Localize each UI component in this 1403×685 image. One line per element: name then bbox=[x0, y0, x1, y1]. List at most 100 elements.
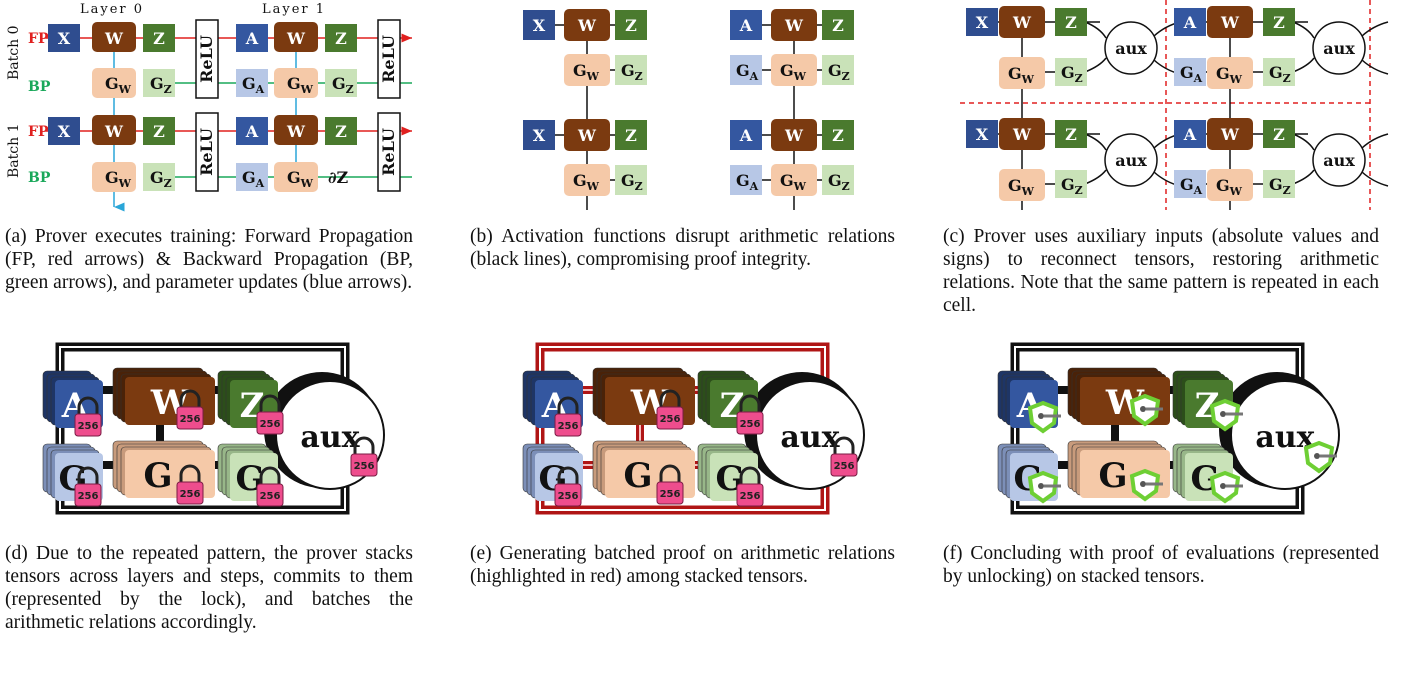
svg-text:256: 256 bbox=[660, 489, 681, 500]
svg-text:GA: GA bbox=[736, 171, 759, 193]
lock-icon: 256 bbox=[656, 389, 684, 430]
caption-a: (a) Prover executes training: Forward Pr… bbox=[5, 226, 413, 293]
svg-text:W: W bbox=[784, 16, 804, 35]
panel-c-cell-c: X W Z aux GW GZ bbox=[966, 118, 1181, 201]
svg-text:GZ: GZ bbox=[150, 74, 172, 96]
svg-text:Z: Z bbox=[625, 126, 637, 145]
svg-text:ReLU: ReLU bbox=[379, 128, 398, 176]
svg-text:GW: GW bbox=[105, 168, 132, 190]
svg-text:Z: Z bbox=[1065, 13, 1077, 32]
svg-text:GA: GA bbox=[242, 74, 265, 96]
svg-text:A: A bbox=[1183, 125, 1197, 144]
svg-text:GZ: GZ bbox=[1269, 63, 1291, 85]
w-box-l1-1 bbox=[274, 115, 318, 145]
svg-text:256: 256 bbox=[260, 491, 281, 502]
svg-text:GW: GW bbox=[1008, 64, 1035, 86]
svg-text:W: W bbox=[577, 16, 597, 35]
ga-box-0 bbox=[236, 69, 268, 97]
svg-text:Z: Z bbox=[1273, 125, 1285, 144]
gw-box-l1-1 bbox=[274, 162, 318, 192]
gz-box-1 bbox=[143, 163, 175, 191]
svg-text:W: W bbox=[1012, 125, 1032, 144]
gw-box-0 bbox=[92, 68, 136, 98]
svg-text:Z: Z bbox=[153, 122, 165, 141]
svg-text:X: X bbox=[976, 13, 989, 32]
svg-text:256: 256 bbox=[740, 419, 761, 430]
svg-text:A: A bbox=[739, 16, 753, 35]
svg-text:W: W bbox=[1220, 13, 1240, 32]
panel-c-svg: X W Z aux GW GZ A W Z aux GA GW GZ bbox=[960, 0, 1389, 210]
w-text-0: W bbox=[104, 29, 124, 48]
x-box-0 bbox=[48, 24, 80, 52]
relu-box-1 bbox=[195, 112, 219, 192]
svg-text:256: 256 bbox=[260, 419, 281, 430]
z-text-0: Z bbox=[153, 29, 165, 48]
svg-text:Z: Z bbox=[335, 122, 347, 141]
svg-text:aux: aux bbox=[1115, 39, 1147, 58]
svg-text:A: A bbox=[739, 126, 753, 145]
relu-text-0: ReLU bbox=[197, 35, 216, 83]
svg-text:Z: Z bbox=[832, 126, 844, 145]
w-box-l1-0 bbox=[274, 22, 318, 52]
stack-letter: G bbox=[1098, 456, 1127, 496]
svg-text:256: 256 bbox=[834, 461, 855, 472]
x-box-1 bbox=[48, 117, 80, 145]
batch1-label: Batch 1 bbox=[6, 124, 22, 178]
gw-box-1 bbox=[92, 162, 136, 192]
svg-text:GA: GA bbox=[1180, 175, 1203, 197]
svg-text:X: X bbox=[533, 126, 546, 145]
lock-icon: 256 bbox=[176, 464, 204, 505]
panel-b-cell-c: X W Z GW GZ bbox=[523, 119, 647, 196]
panel-b-cell-d: A W Z GA GW GZ bbox=[730, 119, 854, 196]
svg-text:256: 256 bbox=[740, 491, 761, 502]
svg-text:GW: GW bbox=[105, 74, 132, 96]
bp-label-0: BP bbox=[28, 79, 51, 95]
svg-text:X: X bbox=[533, 16, 546, 35]
svg-text:256: 256 bbox=[558, 491, 579, 502]
panel-c-cell-d: A W Z aux GA GW GZ bbox=[1174, 118, 1389, 201]
panel-c-cell-a: X W Z aux GW GZ bbox=[966, 6, 1181, 89]
svg-text:W: W bbox=[1220, 125, 1240, 144]
lock-icon: 256 bbox=[554, 396, 582, 437]
svg-text:W: W bbox=[1012, 13, 1032, 32]
svg-text:GW: GW bbox=[780, 171, 807, 193]
svg-text:GW: GW bbox=[780, 61, 807, 83]
unlock-shield-icon bbox=[1129, 468, 1163, 502]
lock-icon: 256 bbox=[74, 466, 102, 507]
svg-text:GA: GA bbox=[736, 61, 759, 83]
gz-box-0 bbox=[143, 69, 175, 97]
unlock-shield-icon bbox=[1209, 398, 1243, 432]
layer1-label: Layer 1 bbox=[262, 2, 326, 17]
svg-text:GW: GW bbox=[573, 171, 600, 193]
stack-letter: G bbox=[143, 456, 172, 496]
svg-text:W: W bbox=[104, 122, 124, 141]
z-box-l1-1 bbox=[325, 117, 357, 145]
relu-text-l1-0: ReLU bbox=[379, 35, 398, 83]
caption-b: (b) Activation functions disrupt arithme… bbox=[470, 226, 895, 270]
panel-a-svg: Layer 0 Layer 1 Batch 0 Batch 1 FP BP FP… bbox=[6, 2, 412, 212]
panel-c-diagram: X W Z aux GW GZ A W Z aux GA GW GZ bbox=[960, 0, 1403, 210]
svg-text:A: A bbox=[245, 122, 259, 141]
svg-text:GZ: GZ bbox=[1269, 175, 1291, 197]
layer0-label: Layer 0 bbox=[80, 2, 144, 17]
svg-text:GW: GW bbox=[1216, 64, 1243, 86]
dz-text: ∂Z bbox=[328, 168, 349, 187]
lock-icon: 256 bbox=[736, 394, 764, 435]
svg-text:GW: GW bbox=[573, 61, 600, 83]
w-text-l1-0: W bbox=[286, 29, 306, 48]
caption-c: (c) Prover uses auxiliary inputs (absolu… bbox=[943, 226, 1379, 316]
svg-text:Z: Z bbox=[1273, 13, 1285, 32]
stack-z-block bbox=[217, 370, 278, 428]
svg-text:GZ: GZ bbox=[828, 61, 850, 83]
svg-text:256: 256 bbox=[558, 421, 579, 432]
lock-icon: 256 bbox=[830, 436, 858, 477]
unlock-shield-icon bbox=[1129, 393, 1163, 427]
lock-icon: 256 bbox=[256, 394, 284, 435]
relu-box-0 bbox=[195, 19, 219, 99]
unlock-shield-icon bbox=[1209, 470, 1243, 504]
z-box-0 bbox=[143, 24, 175, 52]
